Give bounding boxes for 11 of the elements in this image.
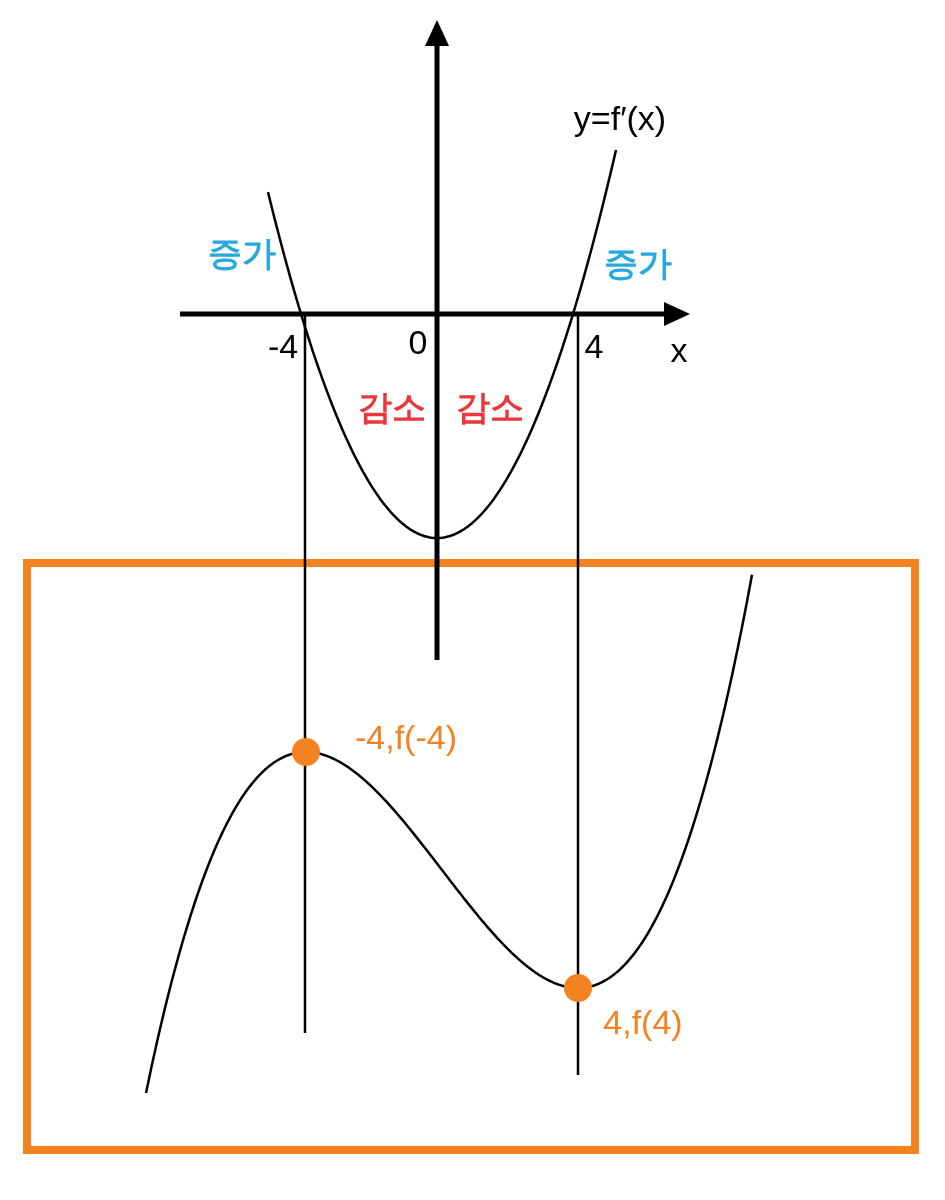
point-label: -4,f(-4)	[355, 720, 457, 754]
tick-label: 0	[408, 325, 428, 359]
tick-label: 4	[584, 329, 604, 363]
region-label: 감소	[456, 390, 524, 424]
region-label: 증가	[208, 236, 276, 270]
tick-label: -4	[267, 329, 299, 363]
point-label: 4,f(4)	[603, 1005, 683, 1039]
curve-label: y=f′(x)	[573, 101, 667, 135]
region-label: 증가	[604, 246, 672, 280]
region-label: 감소	[358, 390, 426, 424]
axis-label: x	[670, 333, 688, 367]
